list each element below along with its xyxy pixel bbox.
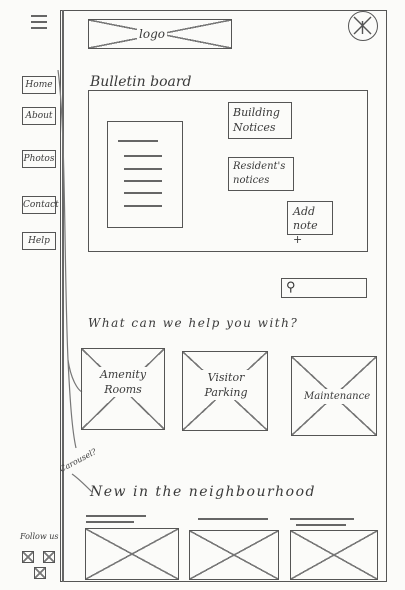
sidebar-bracket [57, 70, 83, 449]
carousel-item[interactable] [189, 530, 279, 580]
sidebar-divider [62, 10, 64, 582]
page-frame [60, 10, 387, 582]
search-icon: ⚲ [286, 280, 296, 295]
carousel-arrow [71, 473, 93, 493]
tile-label: Amenity Rooms [96, 367, 150, 397]
social-icon[interactable] [34, 567, 46, 579]
caption-line [86, 521, 134, 523]
social-icon[interactable] [22, 551, 34, 563]
sidebar-item-home[interactable]: Home [22, 76, 56, 94]
sidebar-item-contact[interactable]: Contact [22, 196, 59, 214]
tile-label: Visitor Parking [201, 370, 251, 400]
sidebar-item-photos[interactable]: Photos [22, 150, 56, 168]
social-icon[interactable] [43, 551, 55, 563]
sidebar-item-help[interactable]: Help [22, 232, 56, 250]
resident-notices-button[interactable]: Resident's notices [228, 157, 294, 191]
bulletin-board [88, 90, 368, 252]
tile-maintenance[interactable]: Maintenance [291, 356, 377, 436]
tile-visitor-parking[interactable]: Visitor Parking [182, 351, 268, 431]
sidebar-item-about[interactable]: About [22, 107, 56, 125]
bulletin-title: Bulletin board [90, 74, 192, 90]
search-box[interactable]: ⚲ [281, 278, 367, 298]
tile-label: Maintenance [304, 389, 371, 404]
logo-text: logo [137, 27, 167, 41]
neighbourhood-title: New in the neighbourhood [90, 484, 316, 500]
carousel-item[interactable] [290, 530, 378, 580]
caption-line [296, 524, 346, 526]
follow-us-label: Follow us [20, 532, 59, 541]
profile-icon[interactable] [348, 11, 378, 41]
building-notices-button[interactable]: Building Notices [228, 102, 292, 139]
hamburger-menu-icon[interactable] [31, 13, 47, 29]
caption-line [290, 518, 354, 520]
logo: logo [88, 19, 232, 49]
caption-line [198, 518, 268, 520]
help-title: What can we help you with? [88, 316, 299, 330]
tile-amenity-rooms[interactable]: Amenity Rooms [81, 348, 165, 430]
add-note-button[interactable]: Add note + [287, 201, 333, 246]
caption-line [86, 515, 146, 517]
carousel-item[interactable] [85, 528, 179, 580]
bulletin-document[interactable] [107, 121, 183, 228]
